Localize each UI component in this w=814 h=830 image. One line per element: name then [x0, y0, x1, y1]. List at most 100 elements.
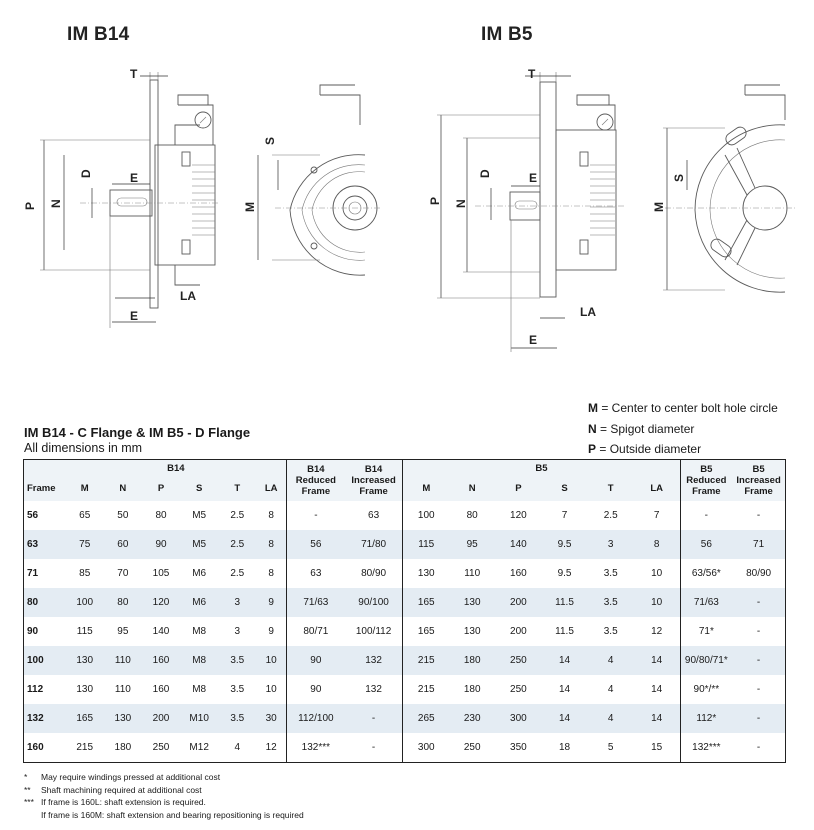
table-cell: 90 [285, 646, 345, 676]
table-cell: 110 [464, 567, 481, 579]
table-cell: 3.5 [230, 684, 245, 696]
header-b14-n: N [103, 476, 142, 501]
table-cell: 50 [117, 509, 129, 521]
b5-label-m: M [652, 202, 666, 212]
table-cell: 160 [152, 684, 170, 696]
table-cell: 132 [344, 646, 403, 676]
table-cell: 250 [463, 742, 481, 754]
b5-label-e-top: E [529, 171, 537, 185]
table-cell: 100 [65, 587, 104, 617]
table-cell: 9 [268, 625, 274, 637]
table-cell: 18 [558, 742, 571, 754]
table-cell: 215 [402, 675, 450, 705]
table-cell: 11.5 [541, 587, 588, 617]
footnote: *May require windings pressed at additio… [24, 772, 221, 782]
b5-label-d: D [478, 169, 492, 178]
b5-label-t: T [528, 67, 536, 81]
table-cell: - [732, 704, 786, 734]
table-cell: 300 [402, 733, 450, 763]
frame-cell: 160 [27, 742, 44, 754]
footnote: If frame is 160M: shaft extension and be… [41, 809, 304, 820]
table-title: IM B14 - C Flange & IM B5 - D Flange [24, 425, 251, 440]
table-cell: 14 [558, 684, 571, 696]
table-cell: 90*/** [679, 675, 733, 705]
frame-cell: 90 [27, 625, 39, 637]
table-cell: 71 [732, 529, 786, 559]
table-cell: 80 [155, 509, 167, 521]
table-cell: 180 [114, 742, 132, 754]
table-cell: 80/90 [361, 567, 387, 579]
table-cell: - [756, 742, 761, 754]
table-cell: 14 [541, 646, 588, 676]
table-cell: 2.5 [218, 529, 257, 559]
b14-label-p: P [23, 202, 37, 210]
table-cell: 112* [679, 704, 733, 734]
b14-label-e-top: E [130, 171, 138, 185]
table-cell: - [344, 704, 403, 734]
table-cell: 14 [633, 646, 680, 676]
table-cell: 56 [285, 529, 345, 559]
table-cell: 130 [449, 587, 496, 617]
table-cell: 115 [402, 529, 450, 559]
table-cell: M5 [192, 509, 207, 521]
table-cell: 7 [653, 509, 660, 521]
footnotes: *May require windings pressed at additio… [24, 771, 304, 821]
im-b14-drawing: T P N D E LA E S M [23, 67, 380, 328]
table-cell: 250 [152, 742, 170, 754]
table-cell: 130 [65, 646, 104, 676]
table-cell: 65 [79, 509, 91, 521]
table-cell: 3 [587, 529, 634, 559]
table-cell: M6 [192, 567, 207, 579]
table-cell: 200 [141, 704, 181, 734]
table-cell: M5 [180, 529, 219, 559]
table-cell: M8 [192, 684, 207, 696]
frame-cell: 100 [23, 646, 66, 676]
table-cell: 90/100 [344, 587, 403, 617]
table-cell: 215 [76, 742, 94, 754]
group-header-b14: B14 [65, 459, 287, 477]
table-cell: 200 [495, 587, 542, 617]
table-cell: 3.5 [603, 567, 618, 579]
table-cell: 95 [117, 625, 129, 637]
table-cell: M8 [180, 646, 219, 676]
table-cell: 90 [285, 675, 345, 705]
table-cell: 160 [510, 567, 527, 579]
b5-label-s: S [672, 174, 686, 182]
table-cell: 140 [495, 529, 542, 559]
table-cell: 80 [466, 509, 478, 521]
heading-im-b5: IM B5 [481, 24, 533, 45]
legend-item-m: M = Center to center bolt hole circle [588, 401, 778, 415]
table-cell: - [285, 500, 345, 530]
table-cell: 71/63 [679, 587, 733, 617]
table-cell: 140 [152, 625, 170, 637]
table-cell: 9 [256, 587, 287, 617]
table-cell: 63/56* [679, 558, 733, 588]
table-cell: M12 [189, 742, 209, 754]
b14-end-view [257, 84, 380, 276]
table-cell: 2.5 [230, 567, 245, 579]
table-cell: 2.5 [230, 509, 245, 521]
table-cell: 63 [285, 558, 345, 588]
table-cell: 75 [65, 529, 104, 559]
frame-cell: 63 [23, 529, 66, 559]
b5-label-la: LA [580, 305, 596, 319]
table-cell: 10 [256, 646, 287, 676]
legend-item-n: N = Spigot diameter [588, 421, 695, 436]
table-cell: 130 [463, 625, 481, 637]
table-cell: 30 [256, 704, 287, 734]
table-cell: 8 [633, 529, 680, 559]
heading-im-b14: IM B14 [67, 24, 130, 45]
table-cell: M8 [192, 625, 207, 637]
table-cell: 350 [510, 742, 527, 754]
table-cell: 4 [587, 646, 634, 676]
table-cell: 115 [76, 625, 93, 637]
header-spacer [23, 459, 66, 477]
table-cell: 85 [79, 567, 91, 579]
b14-side-view [40, 72, 220, 328]
